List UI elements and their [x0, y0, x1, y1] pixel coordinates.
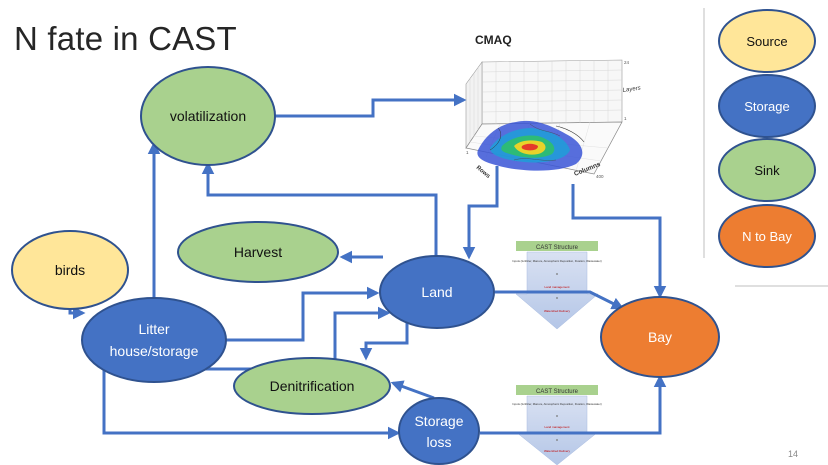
- cast-structure-header-2: CAST Structure: [536, 389, 579, 395]
- axis-label-layers: Layers: [622, 86, 641, 94]
- node-land[interactable]: Land: [379, 255, 495, 329]
- svg-text:1: 1: [624, 116, 627, 121]
- cast-inputs-text: Inputs (fertilizer, Manure, Atmospheric …: [512, 259, 602, 263]
- page-number: 14: [788, 449, 799, 459]
- arrow-storage-loss-to-denitrification: [390, 380, 435, 400]
- legend-item-storage: Storage: [718, 74, 816, 138]
- cast-structure-header: CAST Structure: [536, 245, 579, 251]
- arrow-cmaq-to-bay: [571, 184, 667, 299]
- node-volatilization[interactable]: volatilization: [140, 66, 276, 166]
- node-litter-label-line2: house/storage: [110, 343, 199, 359]
- arrow-land-to-denitrification: [359, 320, 409, 361]
- legend-label-n-to-bay: N to Bay: [742, 229, 792, 244]
- legend-label-storage: Storage: [744, 99, 790, 114]
- node-volatilization-label: volatilization: [170, 108, 246, 124]
- arrow-storage-loss-to-bay: [480, 374, 667, 435]
- node-land-label: Land: [421, 284, 452, 300]
- cast-land-management-text: Land management: [544, 285, 569, 289]
- cast-structure-lower: CAST Structure Inputs (fertilizer, Manur…: [512, 385, 602, 465]
- node-harvest-label: Harvest: [234, 244, 282, 260]
- svg-text:1: 1: [466, 150, 469, 155]
- node-bay[interactable]: Bay: [600, 296, 720, 378]
- axis-label-rows: Rows: [475, 165, 492, 180]
- cast-inputs-text-2: Inputs (fertilizer, Manure, Atmospheric …: [512, 402, 602, 406]
- node-bay-label: Bay: [648, 329, 672, 345]
- arrow-litter-to-storage-loss: [102, 365, 401, 440]
- svg-text:400: 400: [596, 174, 604, 179]
- arrow-land-to-volatilization: [201, 161, 438, 261]
- node-storage-loss-label-line2: loss: [427, 434, 452, 450]
- legend-item-n-to-bay: N to Bay: [718, 204, 816, 268]
- legend-label-sink: Sink: [754, 163, 780, 178]
- node-storage-loss-label-line1: Storage: [414, 413, 463, 429]
- legend-item-source: Source: [718, 9, 816, 73]
- node-birds-label: birds: [55, 262, 85, 278]
- cast-land-management-text-2: Land management: [544, 425, 569, 429]
- cmaq-3d-plot: Layers Rows Columns 24 1 1 400: [465, 59, 641, 180]
- node-harvest[interactable]: Harvest: [177, 221, 339, 283]
- legend-item-sink: Sink: [718, 138, 816, 202]
- node-storage-loss[interactable]: Storage loss: [398, 397, 480, 465]
- node-litter-label-line1: Litter: [138, 321, 169, 337]
- legend-label-source: Source: [746, 34, 787, 49]
- cast-structure-upper: CAST Structure Inputs (fertilizer, Manur…: [512, 241, 602, 330]
- svg-text:24: 24: [624, 60, 630, 65]
- arrow-cmaq-to-land: [462, 166, 499, 260]
- cmaq-label: CMAQ: [475, 33, 512, 47]
- arrow-volatilization-to-cmaq: [274, 93, 467, 118]
- cast-delivery-text-2: Watershed Delivery: [544, 449, 571, 453]
- arrow-land-to-bay: [495, 290, 625, 310]
- cmaq-concentration-field: [477, 120, 585, 171]
- slide-title: N fate in CAST: [14, 20, 237, 57]
- node-birds[interactable]: birds: [11, 230, 129, 310]
- arrow-litter-to-land-1: [223, 286, 380, 342]
- cast-delivery-text: Watershed Delivery: [544, 309, 571, 313]
- node-denitrification[interactable]: Denitrification: [233, 357, 391, 415]
- node-denitrification-label: Denitrification: [270, 378, 355, 394]
- node-litter-storage[interactable]: Litter house/storage: [81, 297, 227, 383]
